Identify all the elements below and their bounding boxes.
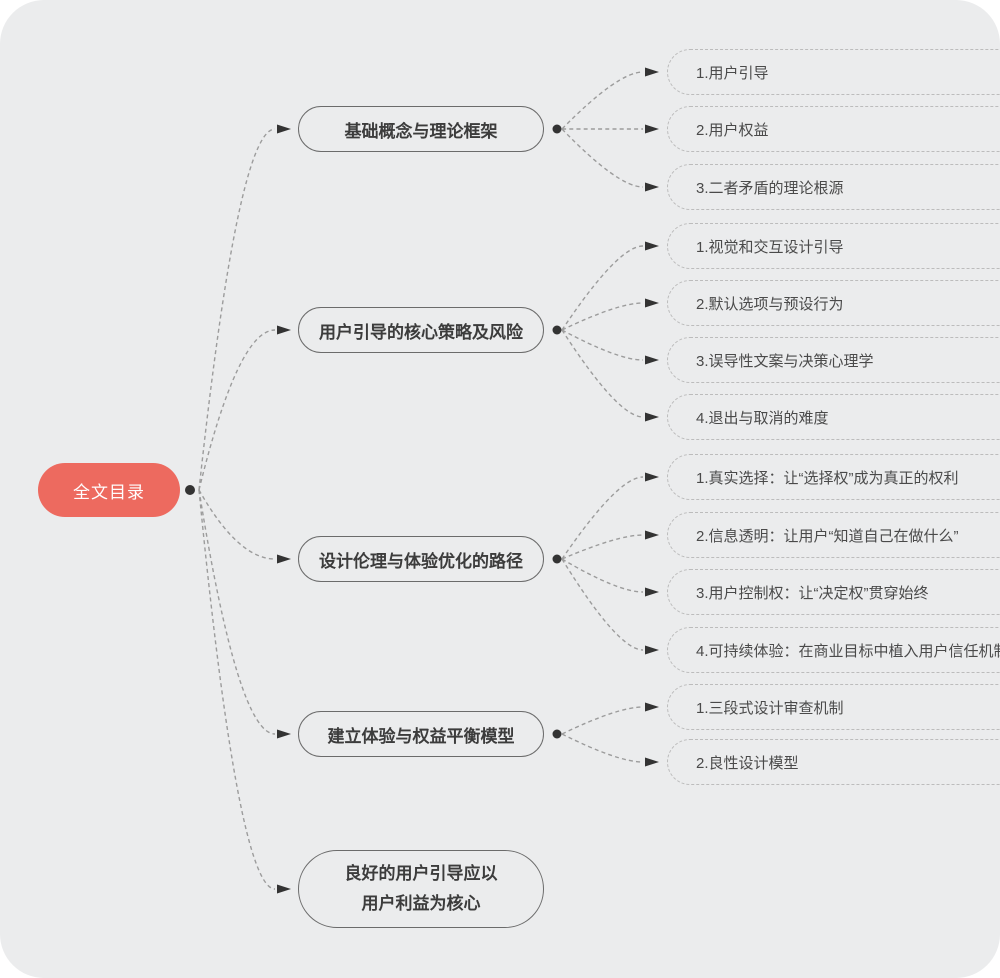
branch3-dot — [552, 554, 562, 564]
root-node[interactable]: 全文目录 — [38, 463, 180, 517]
connector-b2-leaf1 — [561, 245, 644, 331]
leaf-node-b3-3[interactable]: 3.用户控制权：让“决定权”贯穿始终 — [667, 569, 1000, 615]
connector-b3-leaf2 — [561, 534, 644, 560]
connector-root-branch4 — [198, 489, 276, 735]
arrow-b2-leaf2-icon — [645, 298, 659, 308]
leaf-node-b4-1[interactable]: 1.三段式设计审查机制 — [667, 684, 1000, 730]
arrowheads — [277, 67, 659, 894]
arrow-b2-leaf1-icon — [645, 241, 659, 251]
arrow-b2-leaf4-icon — [645, 412, 659, 422]
connector-b1-leaf3 — [561, 128, 644, 188]
branch-node-5[interactable]: 良好的用户引导应以 用户利益为核心 — [298, 850, 544, 928]
leaf-node-b3-4[interactable]: 4.可持续体验：在商业目标中植入用户信任机制 — [667, 627, 1000, 673]
branch-node-4[interactable]: 建立体验与权益平衡模型 — [298, 711, 544, 757]
connector-b4-leaf2 — [561, 733, 644, 763]
connector-b3-leaf3 — [561, 558, 644, 593]
arrow-branch4-icon — [277, 729, 291, 739]
connector-root-branch3 — [198, 489, 276, 560]
leaf-node-b1-2[interactable]: 2.用户权益 — [667, 106, 1000, 152]
branch2-dot — [552, 325, 562, 335]
leaf-node-b3-2[interactable]: 2.信息透明：让用户“知道自己在做什么” — [667, 512, 1000, 558]
arrow-b4-leaf1-icon — [645, 702, 659, 712]
arrow-b2-leaf3-icon — [645, 355, 659, 365]
connector-root-branch5 — [198, 489, 276, 890]
branch1-dot — [552, 124, 562, 134]
arrow-b1-leaf3-icon — [645, 182, 659, 192]
leaf-node-b2-4[interactable]: 4.退出与取消的难度 — [667, 394, 1000, 440]
leaf-node-b1-1[interactable]: 1.用户引导 — [667, 49, 1000, 95]
arrow-branch3-icon — [277, 554, 291, 564]
arrow-branch2-icon — [277, 325, 291, 335]
leaf-node-b2-1[interactable]: 1.视觉和交互设计引导 — [667, 223, 1000, 269]
leaf-node-b4-2[interactable]: 2.良性设计模型 — [667, 739, 1000, 785]
arrow-b3-leaf1-icon — [645, 472, 659, 482]
leaf-node-b1-3[interactable]: 3.二者矛盾的理论根源 — [667, 164, 1000, 210]
connector-curves — [198, 71, 644, 890]
arrow-b4-leaf2-icon — [645, 757, 659, 767]
leaf-node-b2-3[interactable]: 3.误导性文案与决策心理学 — [667, 337, 1000, 383]
branch-node-1[interactable]: 基础概念与理论框架 — [298, 106, 544, 152]
root-branch-dot — [185, 485, 195, 495]
leaf-node-b3-1[interactable]: 1.真实选择：让“选择权”成为真正的权利 — [667, 454, 1000, 500]
connector-b3-leaf1 — [561, 476, 644, 560]
arrow-b3-leaf2-icon — [645, 530, 659, 540]
connector-root-branch1 — [198, 128, 276, 491]
connector-b2-leaf4 — [561, 329, 644, 418]
branch-node-3[interactable]: 设计伦理与体验优化的路径 — [298, 536, 544, 582]
arrow-b1-leaf2-icon — [645, 124, 659, 134]
connector-b3-leaf4 — [561, 558, 644, 651]
connector-b1-leaf1 — [561, 71, 644, 130]
arrow-b1-leaf1-icon — [645, 67, 659, 77]
arrow-b3-leaf3-icon — [645, 587, 659, 597]
arrow-b3-leaf4-icon — [645, 645, 659, 655]
connector-b2-leaf3 — [561, 329, 644, 361]
connector-dots — [185, 124, 562, 739]
arrow-branch5-icon — [277, 884, 291, 894]
connector-root-branch2 — [198, 329, 276, 491]
connector-b4-leaf1 — [561, 706, 644, 735]
branch4-dot — [552, 729, 562, 739]
branch-node-2[interactable]: 用户引导的核心策略及风险 — [298, 307, 544, 353]
connector-b2-leaf2 — [561, 302, 644, 331]
leaf-node-b2-2[interactable]: 2.默认选项与预设行为 — [667, 280, 1000, 326]
arrow-branch1-icon — [277, 124, 291, 134]
